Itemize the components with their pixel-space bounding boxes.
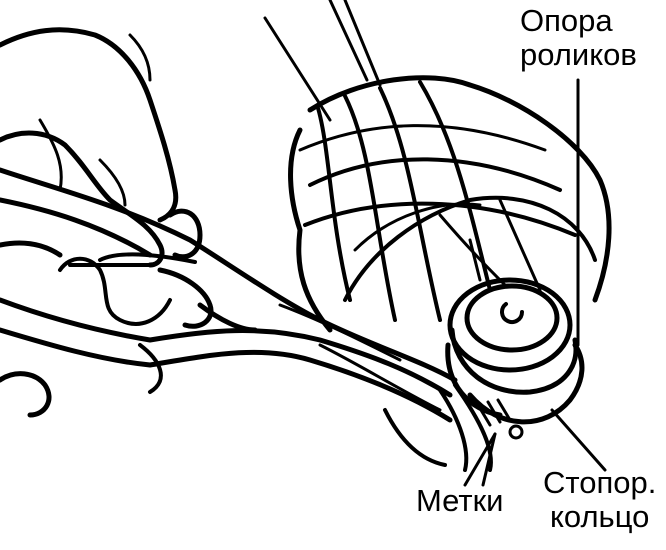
label-roller-support: Опора роликов bbox=[520, 4, 637, 72]
roller-support bbox=[445, 277, 585, 440]
label-marks: Метки bbox=[416, 484, 503, 518]
housing-edge bbox=[383, 408, 447, 467]
label-retaining-ring-line1: Стопор. bbox=[543, 465, 657, 500]
label-roller-support-line2: роликов bbox=[520, 37, 637, 72]
label-retaining-ring: Стопор. кольцо bbox=[543, 466, 656, 534]
pliers bbox=[0, 167, 493, 472]
hand bbox=[0, 27, 258, 418]
label-marks-text: Метки bbox=[416, 483, 504, 518]
label-retaining-ring-line2: кольцо bbox=[550, 499, 650, 534]
cv-boot bbox=[288, 75, 612, 333]
leader-lines bbox=[463, 78, 607, 487]
label-roller-support-line1: Опора bbox=[520, 3, 613, 38]
